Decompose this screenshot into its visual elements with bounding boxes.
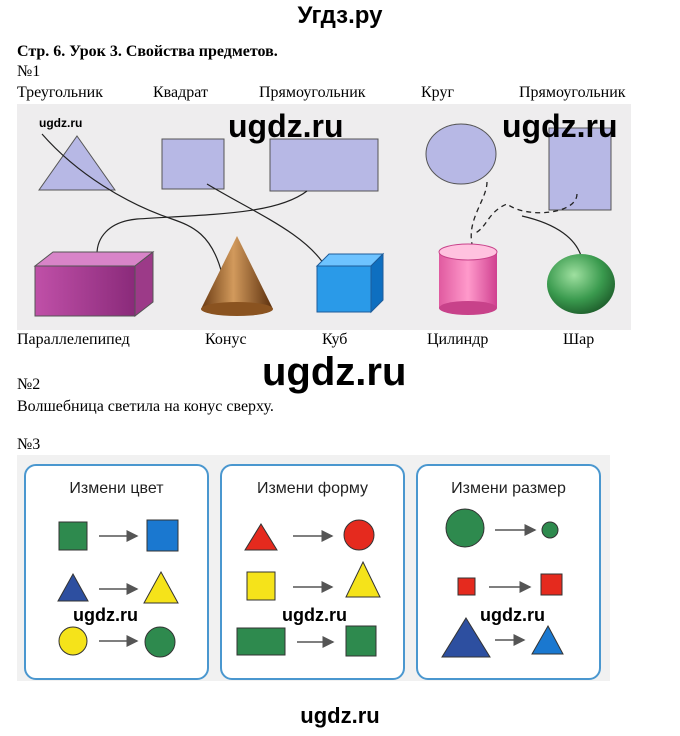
parallelepiped-shape [34,265,136,317]
site-footer[interactable]: ugdz.ru [300,703,380,728]
task3-number: №3 [17,436,41,453]
green-square-2 [345,625,377,657]
green-circle [144,626,176,658]
cylinder-base [439,301,497,315]
sphere-shape [547,254,615,314]
page-heading: Стр. 6. Урок 3. Свойства предметов. [17,43,278,60]
task2-number: №2 [17,376,41,393]
cone-base [201,302,273,316]
label-cube: Куб [322,331,348,348]
cone-shape [201,236,273,309]
line-circle-cylinder [470,181,488,245]
line-to-ball [521,215,583,260]
watermark-4: ugdz.ru [282,605,347,625]
watermark-3: ugdz.ru [73,605,138,625]
rectangle-shape [269,138,379,192]
green-rectangle [236,627,286,656]
big-navy-triangle [441,617,491,658]
red-square [540,573,563,596]
yellow-square [246,571,276,601]
blue-triangle [531,624,564,655]
square-shape [161,138,225,190]
panel-change-size: Измени размер [416,464,601,680]
triangle-shape [38,135,116,191]
label-square: Квадрат [153,84,208,101]
red-triangle [244,523,278,551]
blue-square [146,519,179,552]
label-rectangle-2: Прямоугольник [519,84,626,101]
yellow-triangle [143,570,179,604]
site-title[interactable]: Угдз.ру [297,2,383,29]
cube-shape [316,265,372,313]
navy-triangle [57,572,89,602]
task1-number: №1 [17,63,41,80]
watermark-2: ugdz.ru [502,108,618,144]
label-triangle: Треугольник [17,84,103,101]
tall-rectangle-shape [548,127,612,211]
small-red-square [457,577,476,596]
cylinder-shape [439,252,497,308]
watermark-center: ugdz.ru [262,350,407,394]
yellow-triangle-2 [345,560,381,598]
panel-title-shape: Измени форму [256,480,369,497]
line-square-cube [206,183,328,270]
task2-answer: Волшебница светила на конус сверху. [17,398,274,415]
cylinder-top [438,243,498,261]
label-cylinder: Цилиндр [427,331,489,348]
panel-title-size: Измени размер [451,480,566,497]
green-square [58,521,88,551]
red-circle [343,519,375,551]
watermark-5: ugdz.ru [480,605,545,625]
label-sphere: Шар [563,331,595,348]
big-green-circle [445,508,485,548]
label-rectangle-1: Прямоугольник [259,84,366,101]
yellow-circle [58,626,88,656]
watermark-small: ugdz.ru [39,116,83,130]
small-green-circle [541,521,559,539]
panel-title-color: Измени цвет [69,480,164,497]
label-circle: Круг [421,84,455,101]
label-parallelepiped: Параллелепипед [17,331,130,348]
shapes-matching-illustration [17,104,631,330]
panel-change-color: Измени цвет [24,464,209,680]
watermark-1: ugdz.ru [228,108,344,144]
line-rectangle-cylinder [472,193,578,235]
circle-shape [425,123,497,185]
line-rectangle-box [96,190,308,255]
label-cone: Конус [205,331,247,348]
